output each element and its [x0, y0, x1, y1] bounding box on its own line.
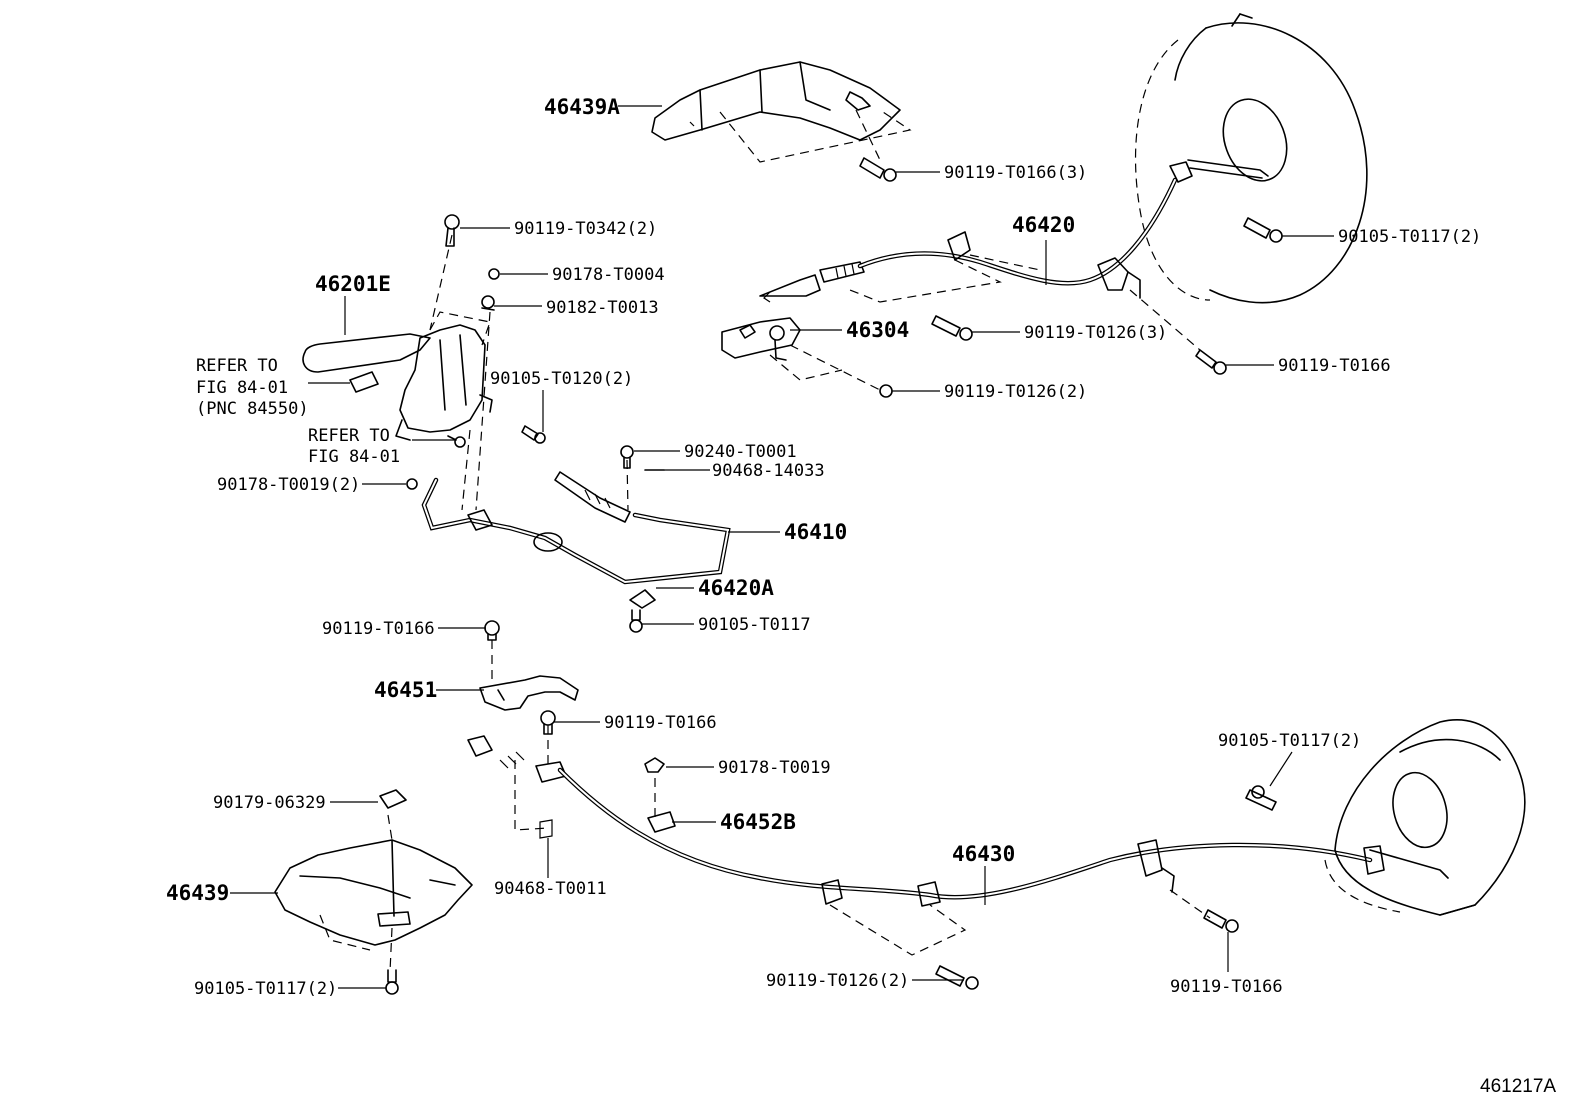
- label-46201E: 46201E: [315, 272, 391, 296]
- label-pnc-84550: (PNC 84550): [196, 399, 309, 419]
- label-46439: 46439: [166, 881, 229, 905]
- label-46430: 46430: [952, 842, 1015, 866]
- label-90119-T0166-3: 90119-T0166(3): [944, 163, 1087, 183]
- label-90105-T0117-2-bot: 90105-T0117(2): [194, 979, 337, 999]
- label-90119-T0126-2-top: 90119-T0126(2): [944, 382, 1087, 402]
- label-90178-T0019: 90178-T0019: [718, 758, 831, 778]
- label-46420: 46420: [1012, 213, 1075, 237]
- label-90105-T0117: 90105-T0117: [698, 615, 811, 635]
- heat-insulator-46439: [274, 789, 473, 973]
- rear-cable-46420: [759, 161, 1201, 351]
- label-90105-T0117-2-right: 90105-T0117(2): [1218, 731, 1361, 751]
- label-90119-T0166-a: 90119-T0166: [322, 619, 435, 639]
- label-46420A: 46420A: [698, 576, 774, 600]
- label-90468-14033: 90468-14033: [712, 461, 825, 481]
- label-90105-T0120-2: 90105-T0120(2): [490, 369, 633, 389]
- label-46304: 46304: [846, 318, 909, 342]
- label-90119-T0166-bot: 90119-T0166: [1170, 977, 1283, 997]
- part-labels: 46439A 90119-T0166(3) 46420 90105-T0117(…: [166, 95, 1556, 1097]
- figure-number: 461217A: [1480, 1076, 1556, 1097]
- label-refer-to-2: REFER TO: [308, 426, 390, 446]
- label-90179-06329: 90179-06329: [213, 793, 326, 813]
- bracket-46451: [479, 640, 579, 711]
- label-fig-84-01-1: FIG 84-01: [196, 378, 288, 398]
- leader-lines: [230, 105, 1334, 989]
- front-cable-46410: [421, 459, 731, 609]
- fasteners: [385, 157, 1283, 995]
- rear-brake-drum-bottom: [1324, 719, 1526, 916]
- label-90119-T0126-3: 90119-T0126(3): [1024, 323, 1167, 343]
- parking-brake-lever-46201E: [302, 234, 493, 511]
- label-90119-T0166-b: 90119-T0166: [604, 713, 717, 733]
- label-90119-T0342-2: 90119-T0342(2): [514, 219, 657, 239]
- label-46451: 46451: [374, 678, 437, 702]
- label-46439A: 46439A: [544, 95, 620, 119]
- heat-insulator-46439A: [651, 61, 912, 163]
- label-90105-T0117-2-top: 90105-T0117(2): [1338, 227, 1481, 247]
- equalizer-46304: [721, 317, 881, 391]
- label-refer-to-1: REFER TO: [196, 356, 278, 376]
- rear-cable-46430: [467, 725, 1373, 956]
- label-90182-T0013: 90182-T0013: [546, 298, 659, 318]
- label-46452B: 46452B: [720, 810, 796, 834]
- label-90468-T0011: 90468-T0011: [494, 879, 607, 899]
- label-90240-T0001: 90240-T0001: [684, 442, 797, 462]
- label-fig-84-01-2: FIG 84-01: [308, 447, 400, 467]
- label-90119-T0126-2-bot: 90119-T0126(2): [766, 971, 909, 991]
- rear-brake-drum-top: [1135, 13, 1368, 304]
- label-46410: 46410: [784, 520, 847, 544]
- label-90178-T0004: 90178-T0004: [552, 265, 665, 285]
- label-90119-T0166-right: 90119-T0166: [1278, 356, 1391, 376]
- label-90178-T0019-2: 90178-T0019(2): [217, 475, 360, 495]
